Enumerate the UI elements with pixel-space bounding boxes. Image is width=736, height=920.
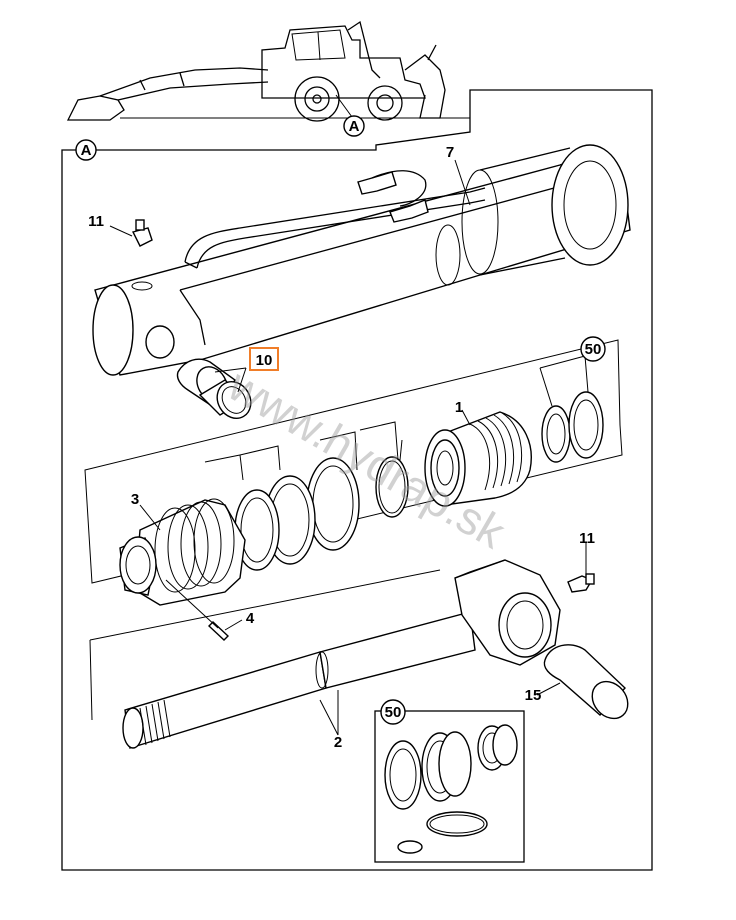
callout-3: 3 [131, 491, 139, 508]
view-marker-a-frame: A [75, 139, 97, 161]
callout-15: 15 [525, 687, 542, 704]
callout-11-top: 11 [88, 213, 104, 230]
rod-group-outline [89, 569, 441, 721]
part-11-grease-nipple-top [131, 219, 153, 247]
callout-7: 7 [446, 144, 454, 161]
cylinder-barrel [92, 144, 631, 376]
frame-marker-label: A [81, 142, 92, 159]
callout-50-top: 50 [585, 341, 602, 358]
rod-eye [454, 559, 561, 666]
callout-10: 10 [256, 352, 273, 369]
view-frame [61, 89, 653, 871]
callout-50-badge-top [580, 336, 606, 362]
callout-10-highlight-box [249, 347, 279, 371]
callout-11-right: 11 [579, 530, 595, 547]
callout-4: 4 [246, 610, 255, 627]
part-11-grease-nipple-right [567, 573, 595, 593]
piston-group-outline [84, 339, 623, 584]
callout-50-badge-inset [380, 699, 406, 725]
view-marker-a-top: A [335, 94, 365, 137]
seal-rings-middle [234, 456, 409, 571]
part-3-gland [119, 498, 246, 606]
callout-50-inset: 50 [385, 704, 402, 721]
part-4-pin [165, 579, 230, 641]
seal-kit-50-inset-frame [374, 710, 525, 863]
callout-labels: 7 11 10 50 1 3 4 11 15 2 50 [88, 144, 606, 751]
callout-1: 1 [455, 399, 463, 416]
part-1-piston [424, 411, 532, 507]
seal-kit-50-rings-right [541, 391, 604, 463]
callout-2: 2 [334, 734, 342, 751]
leader-lines [109, 159, 589, 736]
backhoe-loader-illustration [66, 20, 470, 122]
seal-kit-50-inset-parts [384, 724, 518, 854]
part-15-bushing [543, 644, 629, 720]
part-2-piston-rod [122, 611, 476, 749]
view-marker-a-label: A [349, 118, 360, 135]
